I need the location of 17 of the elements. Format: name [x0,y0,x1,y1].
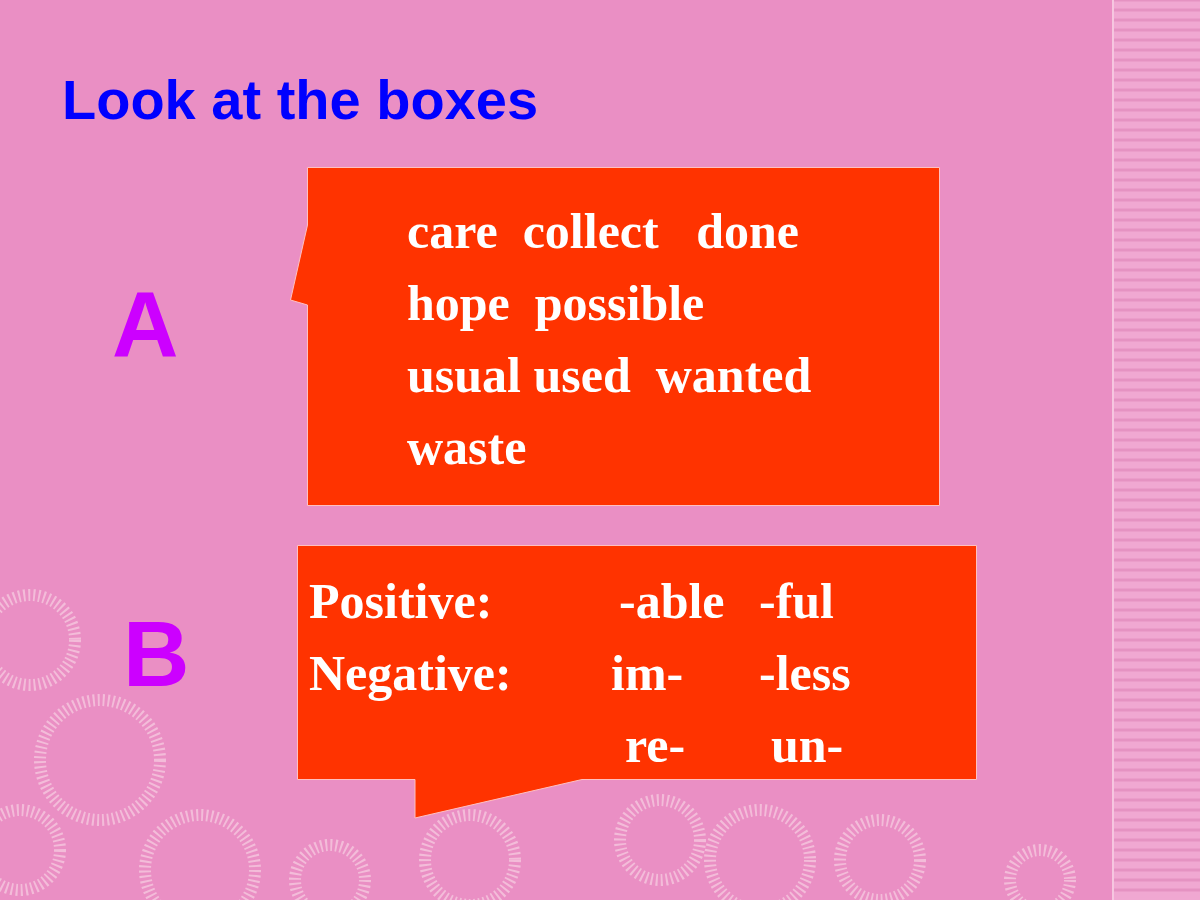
affix-text: un- [771,716,844,775]
title: Look at the boxes [62,72,539,128]
word-list-line: usual used wanted [407,346,812,405]
affix-text: Positive: [309,572,493,631]
word-list-line: hope possible [407,274,706,333]
affix-text: Negative: [309,644,512,703]
affix-text: re- [625,716,686,775]
speech-bubble [297,545,977,819]
speech-bubble [290,167,940,506]
word-list-line: care collect done [407,202,800,261]
affix-text: -ful [759,572,834,631]
section-letter: A [112,278,179,370]
affix-text: -less [759,644,851,703]
word-list-line: waste [407,418,528,477]
section-letter: B [123,608,190,700]
affix-text: im- [611,644,684,703]
affix-text: -able [619,572,725,631]
